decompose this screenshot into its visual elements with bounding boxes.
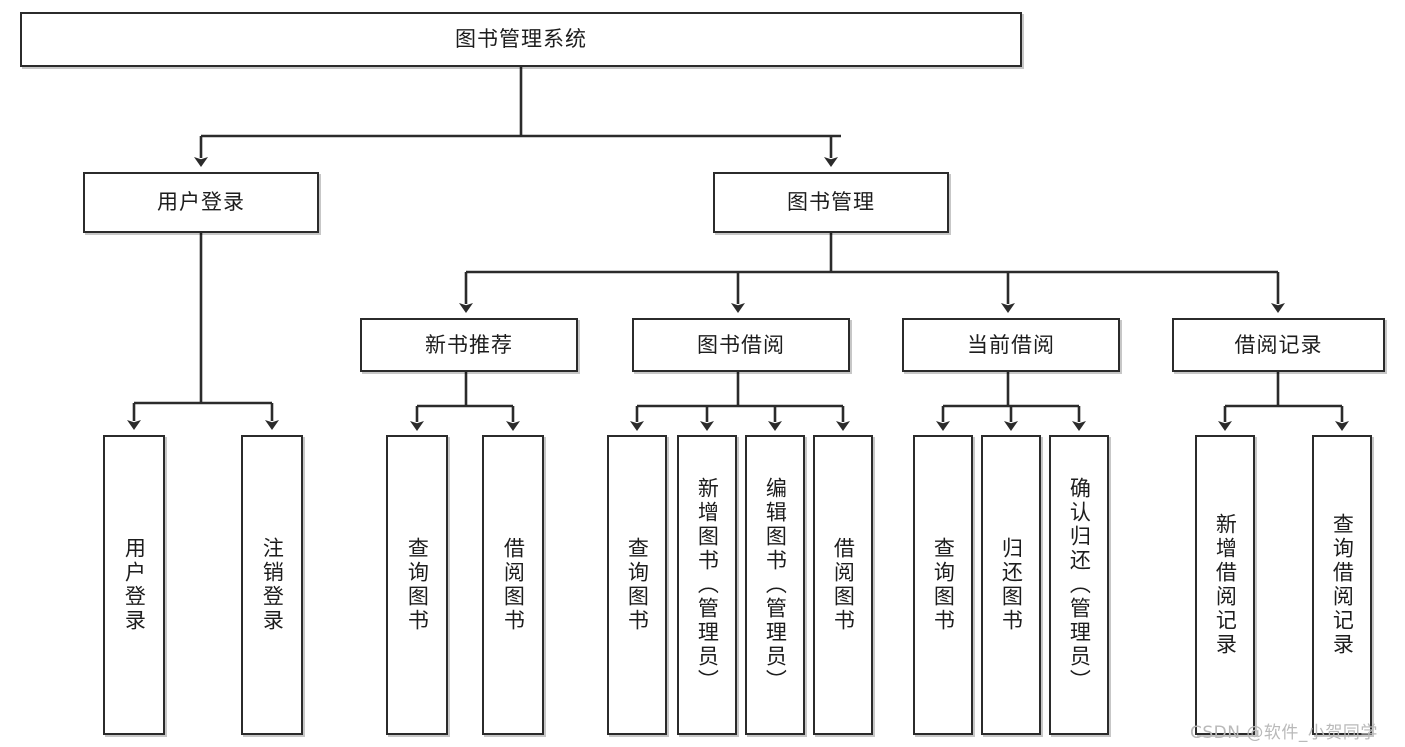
node-current-borrow-label: 当前借阅 [967, 332, 1055, 357]
leaf-bb-add-book[interactable]: 新增图书（管理员） [677, 435, 737, 735]
leaf-bb-borrow-book[interactable]: 借阅图书 [813, 435, 873, 735]
node-user-login-label: 用户登录 [157, 190, 245, 215]
node-new-book-recommend[interactable]: 新书推荐 [360, 318, 578, 372]
leaf-rec-borrow-book[interactable]: 借阅图书 [482, 435, 544, 735]
leaf-user-login[interactable]: 用户登录 [103, 435, 165, 735]
leaf-cb-confirm-return-label: 确认归还（管理员） [1067, 477, 1092, 693]
node-book-management[interactable]: 图书管理 [713, 172, 949, 233]
leaf-br-add-record-label: 新增借阅记录 [1213, 513, 1238, 657]
leaf-bb-query-book-label: 查询图书 [625, 537, 650, 633]
leaf-logout[interactable]: 注销登录 [241, 435, 303, 735]
node-book-borrow-label: 图书借阅 [697, 332, 785, 357]
leaf-bb-query-book[interactable]: 查询图书 [607, 435, 667, 735]
node-book-borrow[interactable]: 图书借阅 [632, 318, 850, 372]
leaf-cb-return-book[interactable]: 归还图书 [981, 435, 1041, 735]
leaf-br-query-record[interactable]: 查询借阅记录 [1312, 435, 1372, 735]
node-root-label: 图书管理系统 [455, 27, 587, 52]
leaf-cb-return-book-label: 归还图书 [999, 537, 1024, 633]
leaf-br-query-record-label: 查询借阅记录 [1330, 513, 1355, 657]
leaf-rec-query-book-label: 查询图书 [405, 537, 430, 633]
leaf-user-login-label: 用户登录 [122, 537, 147, 633]
node-borrow-record[interactable]: 借阅记录 [1172, 318, 1385, 372]
node-root[interactable]: 图书管理系统 [20, 12, 1022, 67]
leaf-br-add-record[interactable]: 新增借阅记录 [1195, 435, 1255, 735]
leaf-cb-query-book-label: 查询图书 [931, 537, 956, 633]
leaf-logout-label: 注销登录 [260, 537, 285, 633]
leaf-bb-add-book-label: 新增图书（管理员） [695, 477, 720, 693]
leaf-bb-edit-book[interactable]: 编辑图书（管理员） [745, 435, 805, 735]
csdn-watermark: CSDN @软件_小贺同学 [1190, 723, 1378, 743]
node-new-book-recommend-label: 新书推荐 [425, 332, 513, 357]
leaf-bb-edit-book-label: 编辑图书（管理员） [763, 477, 788, 693]
node-borrow-record-label: 借阅记录 [1234, 332, 1323, 357]
leaf-bb-borrow-book-label: 借阅图书 [831, 537, 856, 633]
leaf-cb-query-book[interactable]: 查询图书 [913, 435, 973, 735]
leaf-rec-borrow-book-label: 借阅图书 [501, 537, 526, 633]
node-book-management-label: 图书管理 [787, 190, 875, 215]
node-current-borrow[interactable]: 当前借阅 [902, 318, 1120, 372]
leaf-cb-confirm-return[interactable]: 确认归还（管理员） [1049, 435, 1109, 735]
leaf-rec-query-book[interactable]: 查询图书 [386, 435, 448, 735]
node-user-login[interactable]: 用户登录 [83, 172, 319, 233]
